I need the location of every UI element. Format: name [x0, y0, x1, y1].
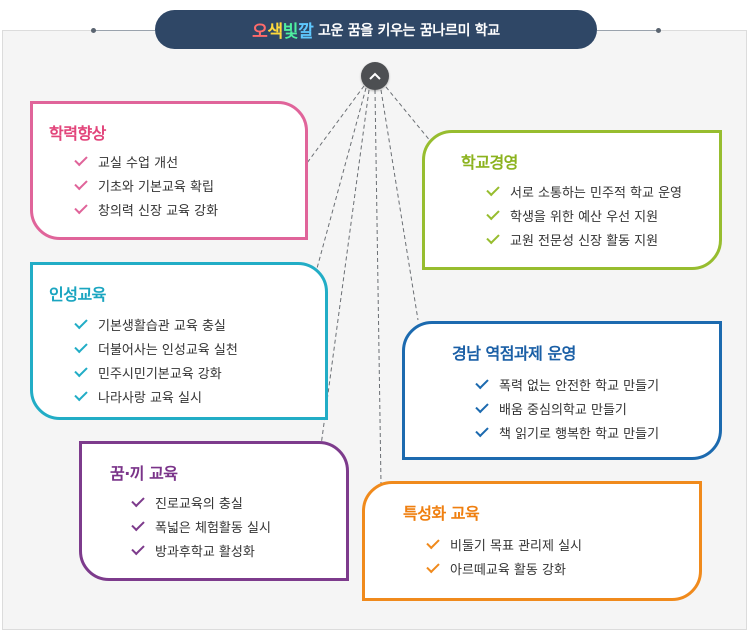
check-icon — [475, 423, 489, 437]
title-char-4: 깔 — [298, 22, 314, 42]
check-icon — [74, 339, 88, 353]
check-icon — [74, 200, 88, 214]
check-icon — [74, 176, 88, 190]
check-icon — [475, 375, 489, 389]
card-title: 학력향상 — [49, 124, 106, 143]
card-title: 경남 역점과제 운영 — [452, 344, 576, 363]
check-icon — [486, 230, 500, 244]
list-item: 서로 소통하는 민주적 학교 운영 — [486, 179, 682, 203]
chevron-up-icon — [369, 72, 381, 80]
card-gyeongnam-priority: 경남 역점과제 운영 폭력 없는 안전한 학교 만들기 배움 중심의학교 만들기… — [402, 321, 722, 460]
list-item: 학생을 위한 예산 우선 지원 — [486, 203, 682, 227]
check-icon — [74, 315, 88, 329]
list-item: 진로교육의 충실 — [131, 490, 271, 514]
check-icon — [475, 399, 489, 413]
check-icon — [426, 535, 440, 549]
list-item: 창의력 신장 교육 강화 — [74, 197, 218, 221]
list-item: 책 읽기로 행복한 학교 만들기 — [475, 420, 659, 444]
list-item: 교원 전문성 신장 활동 지원 — [486, 227, 682, 251]
card-character: 인성교육 기본생활습관 교육 충실 더불어사는 인성교육 실천 민주시민기본교육… — [30, 262, 328, 420]
list-item: 방과후학교 활성화 — [131, 538, 271, 562]
header-dot-right — [656, 28, 661, 33]
title-char-2: 색 — [267, 22, 283, 42]
card-dream-talent: 꿈·끼 교육 진로교육의 충실 폭넓은 체험활동 실시 방과후학교 활성화 — [79, 441, 349, 581]
card-title: 꿈·끼 교육 — [110, 464, 178, 483]
check-icon — [131, 541, 145, 555]
check-icon — [131, 493, 145, 507]
list-item: 기초와 기본교육 확립 — [74, 173, 218, 197]
title-char-1: 오 — [252, 22, 268, 42]
list-item: 더불어사는 인성교육 실천 — [74, 336, 238, 360]
header-line-right — [597, 30, 659, 31]
card-academic: 학력향상 교실 수업 개선 기초와 기본교육 확립 창의력 신장 교육 강화 — [30, 101, 308, 240]
card-title: 인성교육 — [49, 285, 106, 304]
list-item: 기본생활습관 교육 충실 — [74, 312, 238, 336]
list-item: 교실 수업 개선 — [74, 149, 218, 173]
list-item: 나라사랑 교육 실시 — [74, 384, 238, 408]
check-icon — [74, 387, 88, 401]
header-dot-left — [91, 28, 96, 33]
list-item: 폭력 없는 안전한 학교 만들기 — [475, 372, 659, 396]
list-item: 민주시민기본교육 강화 — [74, 360, 238, 384]
card-management: 학교경영 서로 소통하는 민주적 학교 운영 학생을 위한 예산 우선 지원 교… — [422, 130, 722, 270]
collapse-toggle-button[interactable] — [361, 62, 389, 90]
card-title: 특성화 교육 — [403, 504, 480, 523]
card-title: 학교경영 — [461, 153, 518, 172]
card-specialized: 특성화 교육 비둘기 목표 관리제 실시 아르떼교육 활동 강화 — [362, 481, 702, 601]
list-item: 폭넓은 체험활동 실시 — [131, 514, 271, 538]
list-item: 비둘기 목표 관리제 실시 — [426, 532, 582, 556]
title-text: 고운 꿈을 키우는 꿈나르미 학교 — [313, 22, 500, 39]
title-char-3: 빛 — [282, 22, 299, 42]
list-item: 아르떼교육 활동 강화 — [426, 556, 582, 580]
check-icon — [74, 152, 88, 166]
list-item: 배움 중심의학교 만들기 — [475, 396, 659, 420]
check-icon — [131, 517, 145, 531]
check-icon — [486, 206, 500, 220]
check-icon — [74, 363, 88, 377]
check-icon — [486, 182, 500, 196]
check-icon — [426, 559, 440, 573]
header-line-left — [93, 30, 155, 31]
